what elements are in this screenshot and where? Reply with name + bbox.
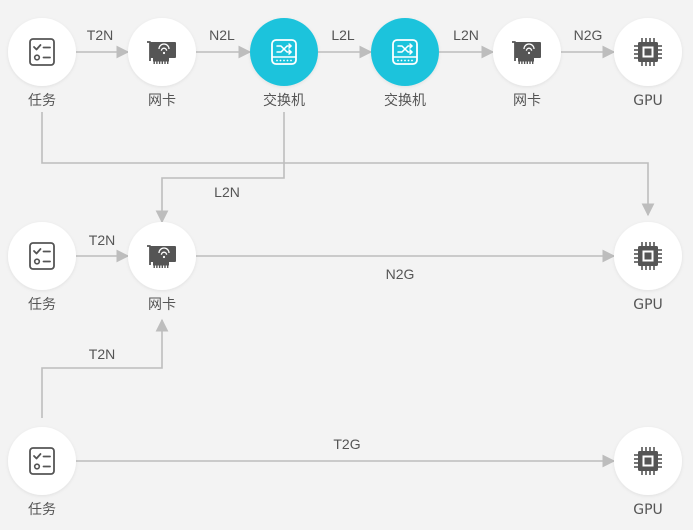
node-sw2: 交换机: [371, 18, 439, 109]
node-gpu2: GPU: [614, 222, 682, 313]
gpu-chip-icon: [634, 242, 662, 270]
edge-task3-to-nic3: [41, 318, 169, 418]
network-card-icon: [147, 245, 176, 268]
node-task3: 任务: [8, 427, 76, 518]
edge-label: N2G: [386, 266, 415, 282]
task-list-icon: [29, 242, 55, 270]
edge-task1-to-gpu2: [41, 112, 655, 217]
node-label: 网卡: [513, 93, 541, 109]
node-label: 交换机: [384, 92, 426, 109]
node-circle: [8, 222, 76, 290]
node-label: 任务: [28, 297, 56, 313]
task-list-icon: [29, 447, 55, 475]
node-nic3: 网卡: [128, 222, 196, 313]
node-nic2: 网卡: [493, 18, 561, 109]
node-label: GPU: [633, 93, 663, 109]
node-label: GPU: [633, 502, 663, 518]
gpu-chip-icon: [634, 447, 662, 475]
node-label: 交换机: [263, 92, 305, 109]
switch-icon: [271, 39, 297, 65]
edge-label: T2G: [333, 436, 360, 452]
node-task2: 任务: [8, 222, 76, 313]
node-gpu1: GPU: [614, 18, 682, 109]
edge-sw1-to-nic3: [155, 112, 285, 224]
edges-layer: [41, 45, 655, 468]
edge-label: L2N: [453, 27, 479, 43]
node-circle: [250, 18, 318, 86]
node-circle: [8, 427, 76, 495]
network-card-icon: [147, 41, 176, 64]
node-circle: [8, 18, 76, 86]
gpu-chip-icon: [634, 38, 662, 66]
edge-label: N2G: [574, 27, 603, 43]
edge-label: T2N: [89, 232, 115, 248]
node-label: 任务: [28, 93, 56, 109]
network-card-icon: [512, 41, 541, 64]
edge-label: N2L: [209, 27, 235, 43]
edge-label: T2N: [87, 27, 113, 43]
edge-label: T2N: [89, 346, 115, 362]
node-nic1: 网卡: [128, 18, 196, 109]
switch-icon: [392, 39, 418, 65]
node-gpu3: GPU: [614, 427, 682, 518]
node-label: GPU: [633, 297, 663, 313]
node-circle: [371, 18, 439, 86]
node-label: 网卡: [148, 93, 176, 109]
edge-label: L2N: [214, 184, 240, 200]
edge-labels-layer: T2N N2L L2L L2N N2G L2N T2N N2G T2N T2G: [87, 27, 603, 452]
node-label: 任务: [28, 502, 56, 518]
node-sw1: 交换机: [250, 18, 318, 109]
node-label: 网卡: [148, 297, 176, 313]
edge-label: L2L: [331, 27, 355, 43]
task-list-icon: [29, 38, 55, 66]
node-task1: 任务: [8, 18, 76, 109]
